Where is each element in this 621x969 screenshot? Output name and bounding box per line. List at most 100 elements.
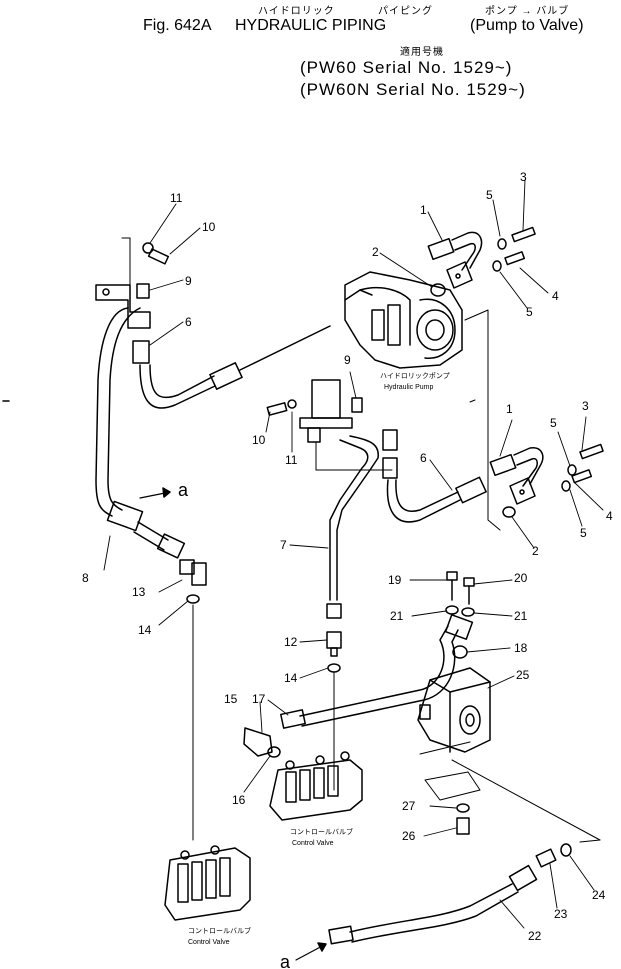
oring-2-lower [502, 506, 516, 518]
callout-4: 4 [606, 509, 613, 523]
title-kana-hydraulic: ハイドロリック [258, 6, 335, 17]
callout-10: 10 [252, 433, 266, 447]
hose-6-lower [382, 457, 487, 523]
fitting-12 [326, 631, 342, 657]
callout-26: 26 [402, 829, 416, 843]
pump-caption-jp: ハイドロリックポンプ [380, 372, 450, 380]
applicability-label: 適用号機 [400, 47, 444, 58]
arrow-to-a [139, 487, 171, 499]
elbow-13 [179, 559, 207, 586]
control-valve2-caption-en: Control Valve [188, 939, 230, 946]
callout-23: 23 [554, 907, 568, 921]
control-valve-caption-jp: コントロールバルブ [290, 827, 353, 836]
bolt-3-lower [567, 443, 604, 476]
oring-16 [267, 746, 281, 758]
valve-block-25 [417, 667, 491, 753]
callout-27: 27 [402, 799, 416, 813]
callout-3: 3 [520, 170, 527, 184]
callout-5: 5 [550, 416, 557, 430]
serial-line-pw60: (PW60 Serial No. 1529~) [300, 58, 513, 77]
plate-gasket [419, 741, 601, 841]
callout-9: 9 [344, 353, 351, 367]
figure-number: Fig. 642A [143, 17, 212, 34]
fitting-23 [535, 848, 557, 868]
callout-25: 25 [516, 668, 530, 682]
callout-6: 6 [420, 451, 427, 465]
callout-21: 21 [514, 609, 528, 623]
callout-17: 17 [252, 692, 266, 706]
oring-14-left [186, 594, 200, 604]
callout-1: 1 [506, 402, 513, 416]
arrow-to-a-bottom [295, 942, 327, 961]
pump-caption-en: Hydraulic Pump [384, 384, 434, 391]
callout-11: 11 [285, 453, 298, 467]
washer-27 [456, 803, 470, 813]
reference-a: a [178, 480, 189, 500]
oring-14-center [327, 663, 341, 673]
callout-15: 15 [224, 692, 238, 706]
callout-24: 24 [592, 888, 606, 902]
washer-21-left [445, 605, 459, 615]
callout-3: 3 [582, 399, 589, 413]
callout-8: 8 [82, 571, 89, 585]
callout-2: 2 [372, 245, 379, 259]
callout-20: 20 [514, 571, 528, 585]
pipe-1-lower [489, 447, 544, 505]
callout-6: 6 [185, 315, 192, 329]
hose-8 [95, 307, 186, 559]
bracket-left [95, 237, 151, 329]
callout-21: 21 [390, 609, 404, 623]
oring-2-upper [430, 283, 446, 297]
callout-19: 19 [388, 573, 402, 587]
elbow-15 [243, 727, 273, 757]
callout-5: 5 [526, 305, 533, 319]
callout-18: 18 [514, 641, 528, 655]
page-title: HYDRAULIC PIPING [235, 17, 387, 34]
bolt-20 [463, 577, 475, 605]
serial-line-pw60n: (PW60N Serial No. 1529~) [300, 80, 526, 99]
pipe-7 [326, 429, 398, 619]
washer-21-right [461, 607, 475, 617]
pipe-22 [328, 864, 538, 945]
callout-11: 11 [170, 191, 183, 205]
callout-22: 22 [528, 929, 542, 943]
callout-9: 9 [185, 274, 192, 288]
reference-a-bottom: a [280, 952, 291, 969]
callout-7: 7 [280, 538, 287, 552]
callout-12: 12 [284, 635, 298, 649]
title-kana-piping: パイピング [378, 6, 433, 17]
callout-14: 14 [284, 671, 298, 685]
callout-5: 5 [580, 526, 587, 540]
bolt-10-left [142, 242, 170, 265]
callout-5: 5 [486, 188, 493, 202]
callout-14: 14 [138, 623, 152, 637]
title-kana-pump-valve: ポンプ → バルブ [485, 6, 570, 17]
callout-2: 2 [532, 544, 539, 558]
control-valve2-caption-jp: コントロールバルブ [188, 926, 251, 935]
page-subtitle: (Pump to Valve) [470, 17, 584, 34]
bolt-19 [446, 571, 458, 601]
leader-lines [103, 179, 604, 929]
callout-10: 10 [202, 220, 216, 234]
control-valve-caption-en: Control Valve [292, 840, 334, 847]
callout-1: 1 [420, 203, 427, 217]
bracket-center [299, 379, 393, 471]
control-valve-center [269, 751, 363, 821]
callout-4: 4 [552, 289, 559, 303]
bolt-3-upper [497, 226, 536, 250]
callout-13: 13 [132, 585, 146, 599]
bolt-4-lower [561, 469, 593, 492]
nut-9-center [351, 397, 363, 413]
oring-24 [560, 843, 572, 857]
bolt-4-upper [492, 251, 526, 272]
hydraulic-pump [344, 271, 463, 369]
nut-9-left [136, 283, 150, 299]
pipe-17 [280, 614, 474, 729]
connector-line-right [464, 309, 501, 531]
bolt-10-center [266, 399, 297, 416]
pipe-1-upper [427, 231, 483, 289]
control-valve-left [164, 845, 251, 921]
callout-16: 16 [232, 793, 246, 807]
